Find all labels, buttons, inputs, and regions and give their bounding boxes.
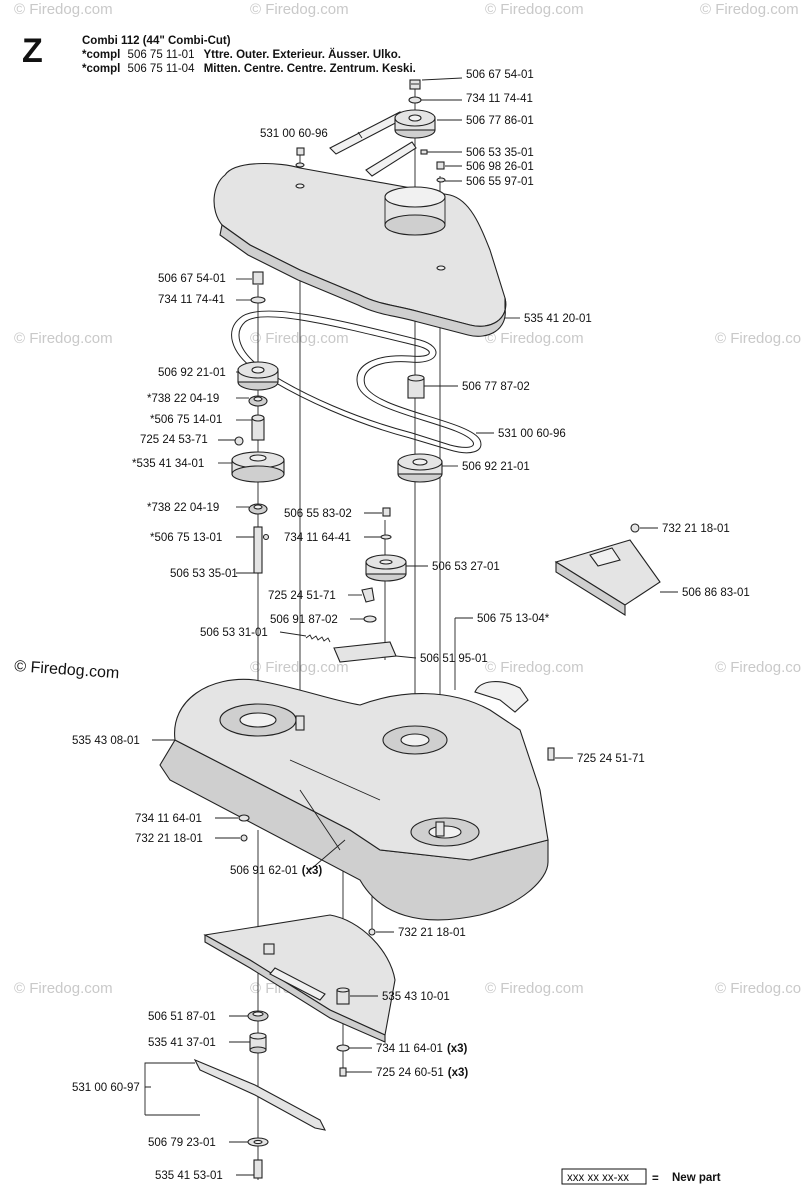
part-number-label: 506 77 86-01	[466, 115, 534, 127]
part-number-label: 531 00 60-96	[260, 128, 328, 140]
part-number-label: *738 22 04-19	[147, 502, 219, 514]
legend-text: New part	[672, 1172, 721, 1184]
part-number-label: 725 24 51-71	[577, 753, 645, 765]
watermark: © Firedog.com	[485, 659, 584, 676]
header-line2-prefix: *compl	[82, 49, 120, 61]
part-number-label: 531 00 60-97	[72, 1082, 140, 1094]
part-number-label: 734 11 64-01(x3)	[376, 1043, 468, 1055]
watermark: © Firedog.com	[700, 1, 799, 18]
watermark: © Firedog.com	[250, 659, 349, 676]
side-bracket	[554, 523, 661, 616]
watermark: © Firedog.com	[14, 1, 113, 18]
legend-box-text: xxx xx xx-xx	[567, 1172, 629, 1184]
watermark: © Firedog.com	[250, 330, 349, 347]
part-number-label: *506 75 14-01	[150, 414, 222, 426]
part-number-label: 725 24 53-71	[140, 434, 208, 446]
watermark-group: © Firedog.com © Firedog.com © Firedog.co…	[14, 1, 802, 997]
header-line3-prefix: *compl	[82, 63, 120, 75]
part-number-label: 506 51 87-01	[148, 1011, 216, 1023]
left-stack-top	[250, 271, 266, 304]
part-number-label: 732 21 18-01	[135, 833, 203, 845]
part-number-label: 506 53 31-01	[200, 627, 268, 639]
header-line2-number: 506 75 11-01	[128, 49, 195, 61]
part-number-label: 531 00 60-96	[498, 428, 566, 440]
legend-box	[561, 1168, 647, 1185]
blade-stack	[193, 1010, 350, 1179]
blade-adapter-plate	[203, 914, 396, 1043]
mower-deck	[159, 678, 549, 921]
small-bolts-top	[295, 147, 446, 183]
watermark: © Firedog.com	[250, 1, 349, 18]
part-number-label: 734 11 74-41	[466, 93, 533, 105]
watermark: © Firedog.com	[485, 1, 584, 18]
copyright-text: © Firedog.com	[14, 658, 120, 682]
part-number-label: 506 75 13-04*	[477, 613, 550, 625]
part-number-label: *535 41 34-01	[132, 458, 204, 470]
part-number-label: 506 55 83-02	[284, 508, 352, 520]
header-title: Combi 112 (44" Combi-Cut)	[82, 35, 231, 47]
idler-parts	[305, 507, 407, 663]
part-number-label: 506 77 87-02	[462, 381, 530, 393]
part-number-label: 734 11 64-41	[284, 532, 351, 544]
left-pulley-stack	[231, 361, 285, 574]
section-letter: Z	[22, 32, 43, 70]
watermark: © Firedog.com	[715, 659, 802, 676]
legend: xxx xx xx-xx = New part	[561, 1168, 721, 1185]
header-line3-text: Mitten. Centre. Centre. Zentrum. Keski.	[204, 63, 416, 75]
part-number-label: 506 86 83-01	[682, 587, 750, 599]
part-number-label: 506 67 54-01	[158, 273, 226, 285]
part-number-label: 732 21 18-01	[662, 523, 730, 535]
part-number-label: 506 92 21-01	[462, 461, 530, 473]
upper-pulley	[329, 109, 436, 177]
part-number-label: 535 41 20-01	[524, 313, 592, 325]
part-number-label: 506 67 54-01	[466, 69, 534, 81]
leader-lines	[144, 77, 678, 1176]
part-number-label: 535 41 53-01	[155, 1170, 223, 1182]
part-number-label: 535 43 10-01	[382, 991, 450, 1003]
part-number-label: 535 41 37-01	[148, 1037, 216, 1049]
part-number-label: 506 92 21-01	[158, 367, 226, 379]
part-number-label: 725 24 51-71	[268, 590, 336, 602]
top-washer	[408, 96, 422, 104]
watermark: © Firedog.com	[715, 330, 802, 347]
part-number-label: 725 24 60-51(x3)	[376, 1067, 468, 1079]
part-number-label: *506 75 13-01	[150, 532, 222, 544]
part-labels: 506 67 54-01 734 11 74-41 506 77 86-01 5…	[72, 69, 750, 1182]
part-number-label: 734 11 74-41	[158, 294, 225, 306]
part-number-label: 506 51 95-01	[420, 653, 488, 665]
part-number-label: 506 79 23-01	[148, 1137, 216, 1149]
top-bolt	[409, 79, 421, 90]
header-line2-text: Yttre. Outer. Exterieur. Äusser. Ulko.	[203, 48, 401, 61]
watermark: © Firedog.com	[485, 330, 584, 347]
part-number-label: 734 11 64-01	[135, 813, 202, 825]
deck-hardware	[238, 747, 555, 936]
part-number-label: *738 22 04-19	[147, 393, 219, 405]
header-line3-number: 506 75 11-04	[128, 63, 196, 75]
watermark: © Firedog.com	[14, 330, 113, 347]
part-number-label: 506 53 35-01	[170, 568, 238, 580]
belt-cover	[213, 163, 507, 337]
header-line-centre: *compl 506 75 11-04 Mitten. Centre. Cent…	[82, 63, 416, 75]
header-line-outer: *compl 506 75 11-01 Yttre. Outer. Exteri…	[82, 48, 401, 61]
part-number-label: 506 53 27-01	[432, 561, 500, 573]
part-number-label: 506 91 62-01(x3)	[230, 865, 322, 877]
drive-belt	[231, 310, 482, 454]
centre-pulley-stack	[397, 374, 443, 483]
legend-equals: =	[652, 1173, 659, 1185]
part-number-label: 535 43 08-01	[72, 735, 140, 747]
watermark: © Firedog.com	[715, 980, 802, 997]
part-number-label: 732 21 18-01	[398, 927, 466, 939]
part-number-label: 506 53 35-01	[466, 147, 534, 159]
part-number-label: 506 91 87-02	[270, 614, 338, 626]
part-number-label: 506 55 97-01	[466, 176, 534, 188]
watermark: © Firedog.com	[14, 980, 113, 997]
watermark: © Firedog.com	[485, 980, 584, 997]
part-number-label: 506 98 26-01	[466, 161, 534, 173]
